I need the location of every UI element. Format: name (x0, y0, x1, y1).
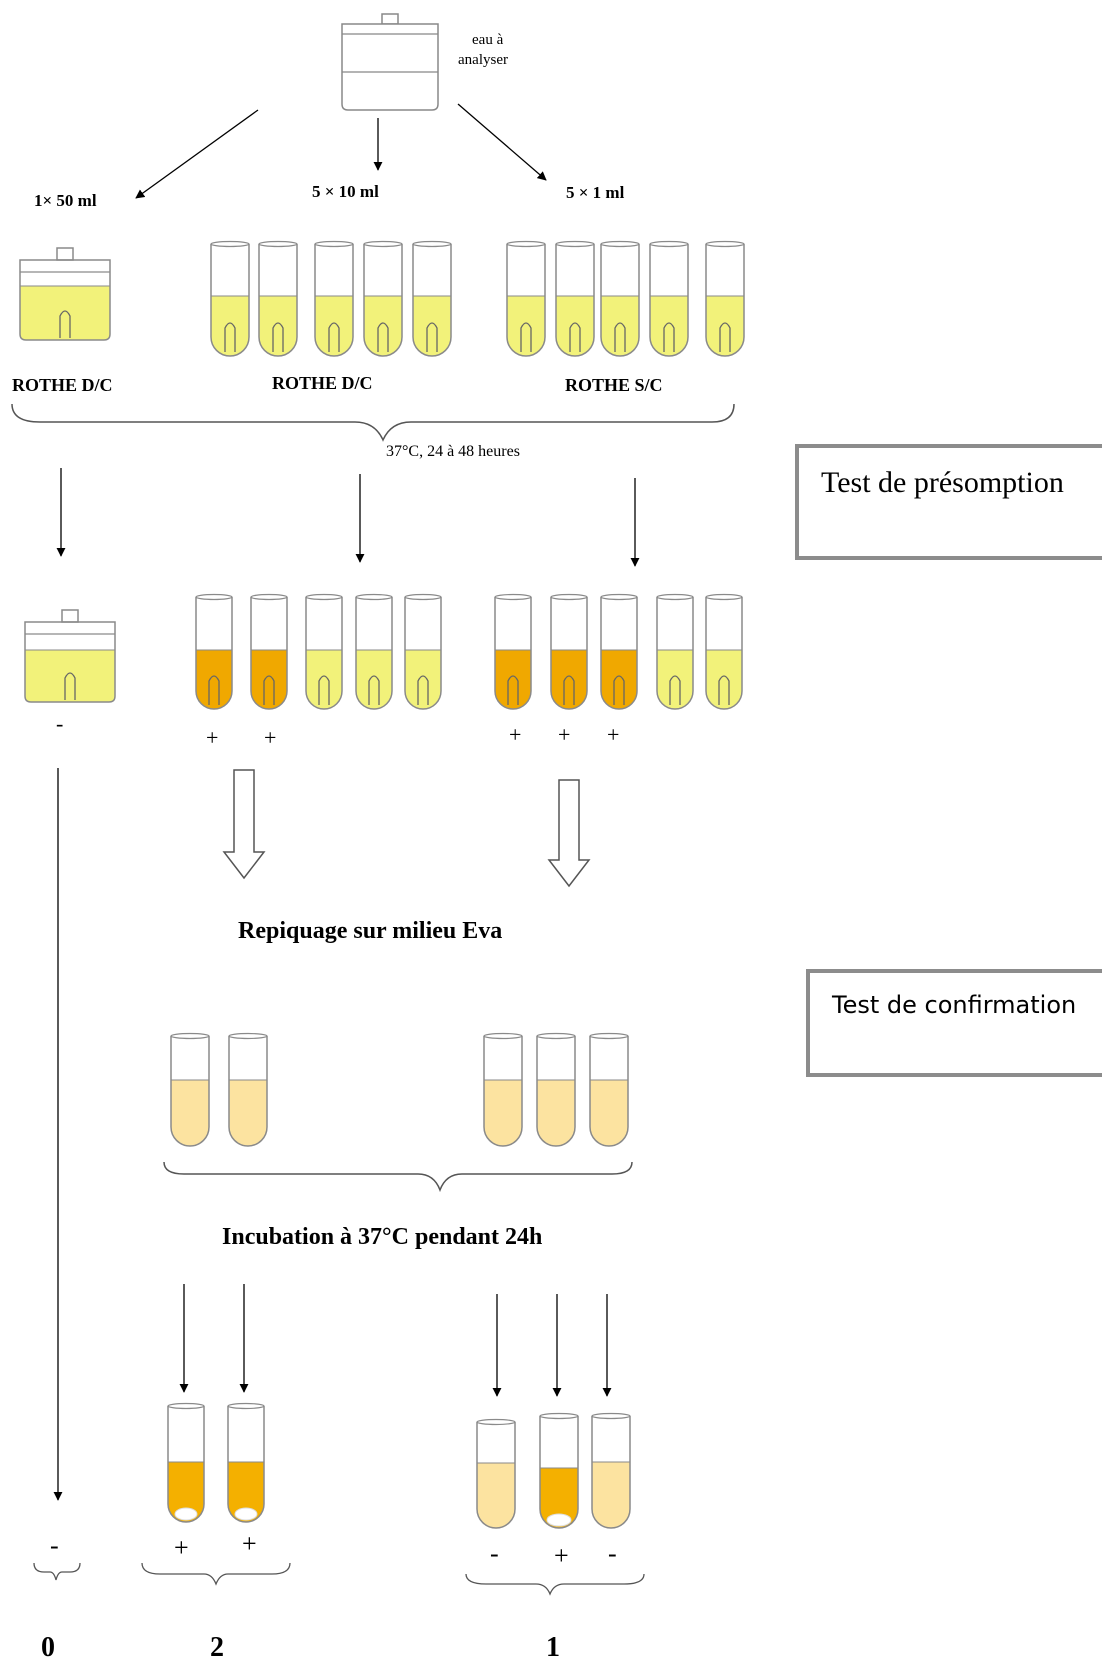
confirmation-test-box: Test de confirmation (806, 969, 1102, 1077)
tube-10ml-1 (210, 240, 250, 357)
subculture-label: Repiquage sur milieu Eva (238, 918, 502, 944)
medium-label-2: ROTHE D/C (272, 373, 373, 393)
eva-tube-b-2 (536, 1032, 576, 1147)
confirmed-sign-3-1: - (490, 1539, 499, 1568)
volume-label-3: 5 × 1 ml (566, 183, 625, 202)
tube-1ml-result-1 (494, 593, 532, 710)
confirm-tube-b-1 (476, 1418, 516, 1529)
confirmed-flask-sign: - (50, 1531, 59, 1560)
confirm-tube-b-2 (539, 1412, 579, 1529)
tube-1ml-result-2 (550, 593, 588, 710)
presumptive-flask-sign: - (56, 711, 63, 736)
tube-10ml-3 (314, 240, 354, 357)
tube-1ml-result-5 (705, 593, 743, 710)
tube-10ml-5 (412, 240, 452, 357)
confirmed-sign-2-2: + (242, 1529, 257, 1558)
tube-10ml-result-1 (195, 593, 233, 710)
confirmation-test-label: Test de confirmation (832, 991, 1077, 1019)
presumptive-sign-2-2: + (264, 725, 276, 750)
incubation-label-1: 37°C, 24 à 48 heures (386, 443, 520, 460)
confirm-tube-b-3 (591, 1412, 631, 1529)
final-count-1: 0 (41, 1632, 55, 1662)
brace-incubation-1 (11, 403, 735, 442)
sample-water-jar (341, 13, 439, 111)
tube-10ml-2 (258, 240, 298, 357)
confirm-tube-a-2 (227, 1402, 265, 1523)
tube-1ml-4 (649, 240, 689, 357)
flask-50ml-result (24, 609, 116, 703)
tube-10ml-result-4 (355, 593, 393, 710)
volume-label-2: 5 × 10 ml (312, 182, 379, 201)
tube-10ml-result-5 (404, 593, 442, 710)
presumption-test-box: Test de présomption (795, 444, 1102, 560)
tube-1ml-3 (600, 240, 640, 357)
confirmed-sign-2-1: + (174, 1533, 189, 1562)
incubation-label-2: Incubation à 37°C pendant 24h (222, 1224, 542, 1250)
eva-tube-a-1 (170, 1032, 210, 1147)
arrow-to-flask (135, 109, 259, 199)
tube-1ml-result-4 (656, 593, 694, 710)
tube-10ml-4 (363, 240, 403, 357)
presumption-test-label: Test de présomption (821, 466, 1064, 499)
brace-count-1 (33, 1562, 81, 1581)
tube-1ml-5 (705, 240, 745, 357)
source-label-line2: analyser (458, 52, 508, 68)
confirm-tube-a-1 (167, 1402, 205, 1523)
eva-tube-a-2 (228, 1032, 268, 1147)
presumptive-sign-3-1: + (509, 722, 521, 747)
brace-count-2 (141, 1562, 291, 1586)
tube-1ml-1 (506, 240, 546, 357)
tube-10ml-result-2 (250, 593, 288, 710)
confirmed-sign-3-3: - (608, 1539, 617, 1568)
confirmed-sign-3-2: + (554, 1541, 569, 1570)
presumptive-sign-2-1: + (206, 725, 218, 750)
final-count-3: 1 (546, 1632, 560, 1662)
eva-tube-b-3 (589, 1032, 629, 1147)
brace-incubation-2 (163, 1161, 633, 1193)
arrow-to-1ml (457, 103, 547, 181)
presumptive-sign-3-3: + (607, 722, 619, 747)
final-count-2: 2 (210, 1632, 224, 1662)
eva-tube-b-1 (483, 1032, 523, 1147)
block-arrow-1 (222, 769, 266, 880)
tube-1ml-2 (555, 240, 595, 357)
source-label-line1: eau à (472, 32, 504, 48)
flask-50ml (19, 247, 111, 341)
medium-label-3: ROTHE S/C (565, 375, 663, 395)
medium-label-1: ROTHE D/C (12, 375, 113, 395)
tube-1ml-result-3 (600, 593, 638, 710)
brace-count-3 (465, 1573, 645, 1596)
tube-10ml-result-3 (305, 593, 343, 710)
block-arrow-2 (547, 779, 591, 888)
presumptive-sign-3-2: + (558, 722, 570, 747)
volume-label-1: 1× 50 ml (34, 191, 97, 210)
